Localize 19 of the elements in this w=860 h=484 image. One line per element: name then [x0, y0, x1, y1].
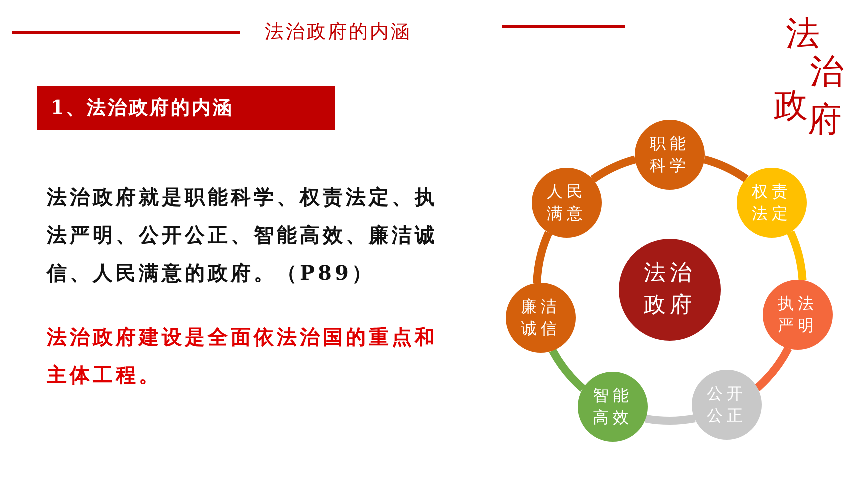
topic-circle: 职能科学 — [635, 120, 705, 190]
ring-connector — [590, 156, 637, 183]
ring-connector — [787, 230, 807, 282]
corner-title: 法治政府 — [773, 14, 845, 142]
topic-circle: 执法严明 — [763, 280, 833, 350]
ring-connector — [703, 156, 749, 183]
topic-circle: 权责法定 — [737, 168, 807, 238]
topic-circle: 廉洁诚信 — [506, 283, 576, 353]
ring-connector — [533, 231, 553, 284]
ring-connector — [754, 346, 792, 392]
body-paragraph: 法治政府就是职能科学、权责法定、执法严明、公开公正、智能高效、廉洁诚信、人民满意的政府。（P89） — [47, 184, 439, 287]
center-circle: 法治政府 — [619, 239, 721, 341]
ring-connector — [549, 348, 586, 392]
slide-title: 法治政府的内涵 — [265, 20, 412, 45]
section-heading: 1、法治政府的内涵 — [37, 86, 335, 130]
topic-circle: 人民满意 — [532, 168, 602, 238]
topic-circle: 智能高效 — [578, 372, 648, 442]
body-paragraph: 法治政府建设是全面依法治国的重点和主体工程。 — [47, 324, 439, 389]
ring-connector — [645, 414, 696, 426]
